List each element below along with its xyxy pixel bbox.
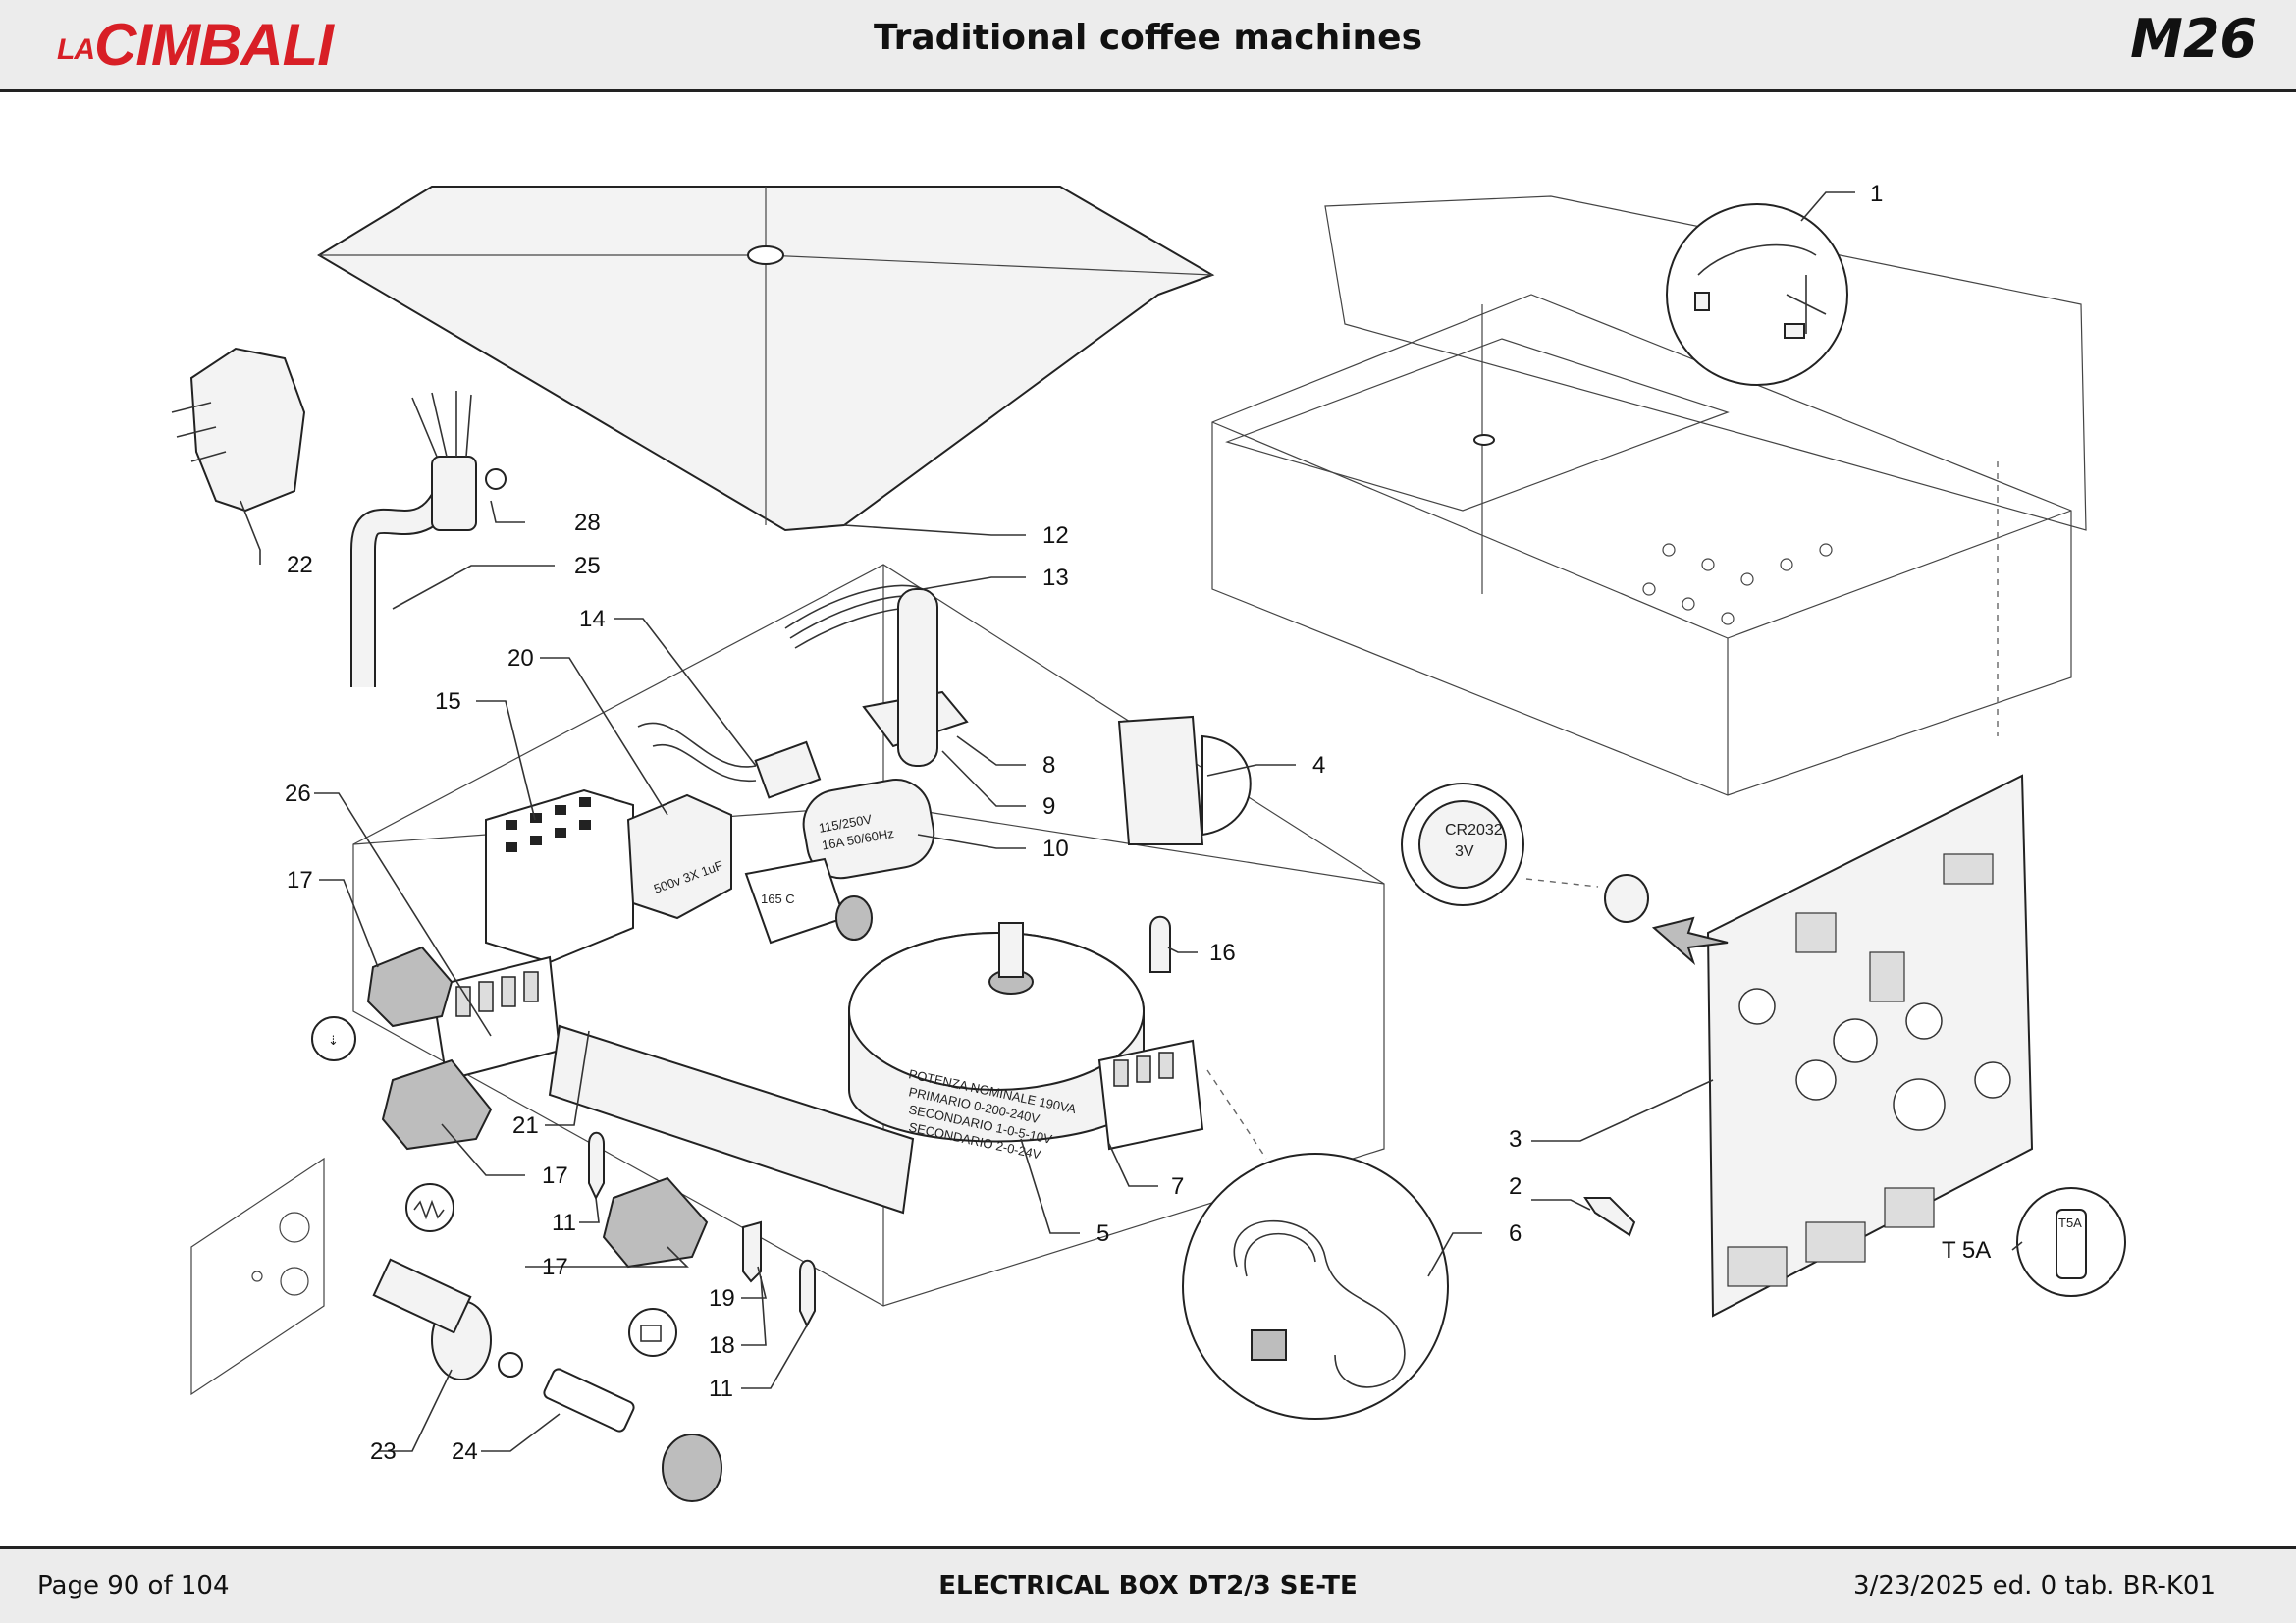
brand-name: CIMBALI [94,12,334,78]
callout-12: 12 [1042,522,1069,549]
part-circuit-board [1651,774,2034,1318]
part-screw-11b [799,1259,816,1328]
part-grommet [1117,715,1252,845]
callout-14: 14 [579,606,606,632]
part-1-detail-circle [1666,203,1848,386]
callout-7: 7 [1171,1173,1184,1200]
part-6-harness-detail [1182,1153,1449,1420]
callout-23: 23 [370,1438,397,1465]
part-machine-frame [1211,195,2087,796]
part-plug [171,347,306,513]
callout-labels: 1 2 3 4 5 6 7 8 9 10 11 11 12 13 14 15 1… [285,181,1991,1465]
callout-24: 24 [452,1438,478,1465]
callout-10: 10 [1042,836,1069,862]
callout-17b: 17 [542,1163,568,1189]
edition-info: 3/23/2025 ed. 0 tab. BR-K01 [1853,1571,2216,1600]
part-switch-2 [381,1058,493,1232]
page-number: Page 90 of 104 [37,1571,230,1600]
battery-label: CR2032 [1445,822,1503,839]
part-contactor [485,788,634,964]
part-clamp [637,722,822,799]
part-card-clip [1583,1197,1636,1237]
callout-17a: 17 [287,867,313,893]
part-cap-16 [1149,915,1171,973]
model-code: M26 [2130,8,2257,70]
part-fuse-detail: T5A [2016,1187,2126,1297]
callout-9: 9 [1042,793,1055,820]
part-terminal-board-7 [1097,1039,1204,1151]
callout-5: 5 [1096,1220,1109,1247]
callout-11b: 11 [709,1376,733,1402]
page-footer: Page 90 of 104 ELECTRICAL BOX DT2/3 SE-T… [0,1546,2296,1623]
callout-2: 2 [1509,1173,1522,1200]
battery-voltage: 3V [1455,843,1474,860]
part-din-rail [548,1024,915,1215]
fuse-mark: T5A [2058,1216,2082,1230]
part-fuse-cap [662,1434,722,1502]
part-coin-battery: CR2032 3V [1401,783,1649,923]
callout-19: 19 [709,1285,735,1312]
callout-13: 13 [1042,565,1069,591]
brand-logo: LACIMBALI [57,10,334,85]
callout-22: 22 [287,552,313,578]
leader-lines [240,191,2023,1452]
callout-17c: 17 [542,1254,568,1280]
part-screw-11a [588,1131,605,1201]
fuse-rating-label: T 5A [1942,1237,1991,1264]
callout-1: 1 [1870,181,1883,207]
callout-15: 15 [435,688,461,715]
callout-25: 25 [574,553,601,579]
callout-16: 16 [1209,940,1236,966]
part-thermal-relay: 165 C [744,857,873,945]
callout-21: 21 [512,1112,539,1139]
part-mounting-plate [190,1157,325,1396]
callout-26: 26 [285,781,311,807]
svg-text:⇣: ⇣ [328,1033,339,1048]
brand-prefix: LA [57,33,95,66]
callout-3: 3 [1509,1126,1522,1153]
callout-20: 20 [507,645,534,672]
exploded-parts-diagram: 500v 3X 1uF 115/250V 16A 50/60Hz 1 [171,181,2126,1502]
section-title: ELECTRICAL BOX DT2/3 SE-TE [938,1571,1358,1600]
part-cover-panel [317,186,1215,532]
callout-28: 28 [574,510,601,536]
part-capacitor: 500v 3X 1uF [626,793,732,920]
page-header: LACIMBALI Traditional coffee machines M2… [0,0,2296,92]
part-transformer: POTENZA NOMINALE 190VA PRIMARIO 0-200-24… [848,922,1145,1163]
part-power-cable [350,391,507,687]
callout-18: 18 [709,1332,735,1359]
part-screw-19 [742,1220,762,1283]
part-switch-1: ⇣ [311,946,454,1061]
part-switch-3 [602,1176,709,1357]
callout-8: 8 [1042,752,1055,779]
page-title: Traditional coffee machines [873,18,1423,58]
part-wiring-harness [784,584,938,767]
callout-6: 6 [1509,1220,1522,1247]
relay-label: 165 C [761,892,795,906]
callout-11a: 11 [552,1210,576,1236]
part-fuse [543,1368,635,1433]
part-emi-filter: 115/250V 16A 50/60Hz [802,779,935,880]
callout-4: 4 [1312,752,1325,779]
